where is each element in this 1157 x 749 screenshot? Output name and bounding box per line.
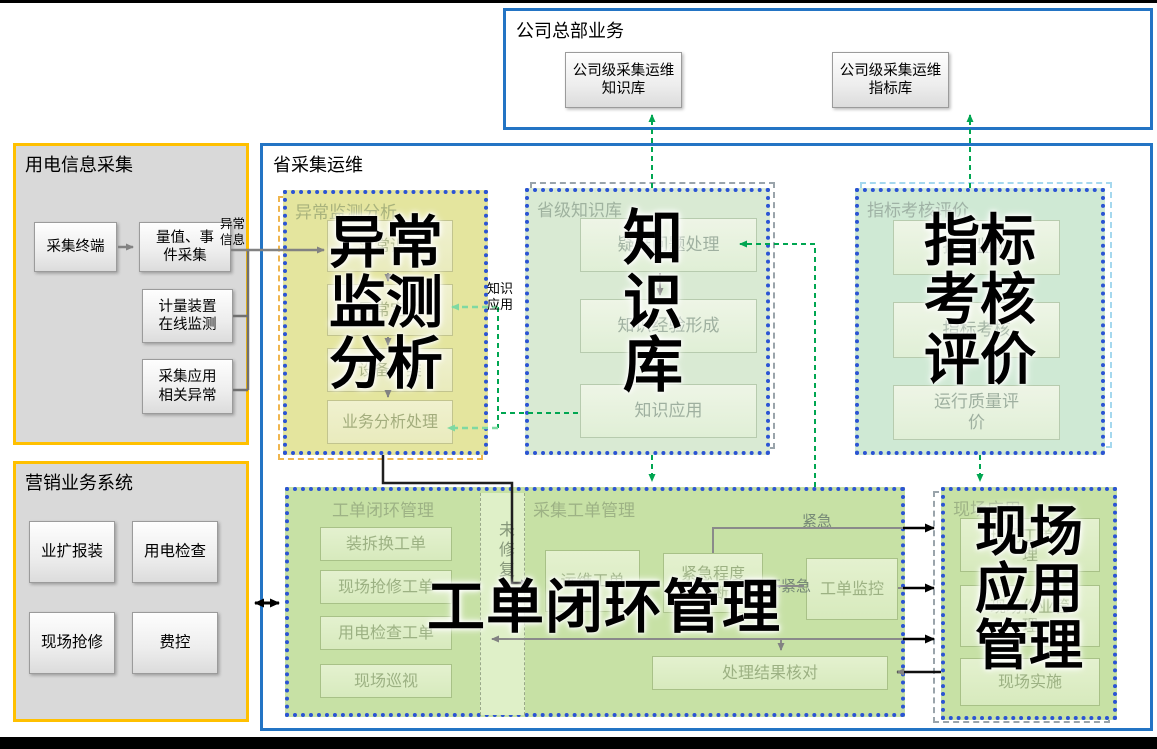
- anomaly-info-label: 异常 信息: [220, 216, 246, 247]
- monitor-box: 工单监控: [806, 558, 898, 620]
- knowledge-apply-label: 知识 应用: [487, 282, 514, 314]
- marketing-item-feikong: 费控: [132, 612, 218, 674]
- knowledge-step-1: 疑难问题处理: [580, 218, 757, 272]
- urgency-box: 紧急程度判断: [663, 553, 763, 613]
- anomaly-step-2: 异常定位: [327, 284, 453, 336]
- metrics-step-2: 指标考核: [893, 302, 1060, 358]
- knowledge-overlay-text: 知 识 库: [623, 204, 683, 402]
- metrics-overlay-text: 指标 考核 评价: [924, 209, 1036, 393]
- verify-box: 处理结果核对: [652, 656, 888, 690]
- orders-right-title: 采集工单管理: [533, 501, 635, 521]
- marketing-panel: 营销业务系统: [13, 461, 249, 722]
- field-step-3: 现场实施: [960, 658, 1100, 706]
- order-step-inspect: 用电检查工单: [320, 616, 452, 650]
- order-step-install: 装拆换工单: [320, 527, 452, 561]
- metrics-step-1: 指标监测: [893, 220, 1060, 275]
- marketing-item-yekuo: 业扩报装: [29, 521, 115, 583]
- province-title: 省采集运维: [273, 155, 363, 176]
- electricity-title: 用电信息采集: [25, 155, 133, 176]
- bottom-edge-bar: [0, 737, 1157, 749]
- orders-left-title: 工单闭环管理: [332, 501, 434, 521]
- knowledge-step-3: 知识应用: [580, 384, 757, 438]
- anomaly-step-3: 设备分类: [327, 348, 453, 392]
- metrics-module-title: 指标考核评价: [867, 201, 969, 221]
- anomaly-overlay-text: 异常 监测 分析: [329, 210, 443, 397]
- metering-monitor-box: 计量装置 在线监测: [142, 289, 233, 343]
- anomaly-step-4: 业务分析处理: [327, 400, 453, 444]
- unrepaired-lane-label: 未修复: [496, 521, 515, 581]
- field-step-2: 现场作业管理: [960, 585, 1100, 647]
- order-step-patrol: 现场巡视: [320, 664, 452, 698]
- measure-event-box: 量值、事 件采集: [139, 222, 231, 272]
- marketing-item-yongdian: 用电检查: [132, 521, 218, 583]
- field-module-title: 现场应用: [953, 500, 1021, 520]
- collection-anomaly-box: 采集应用 相关异常: [142, 359, 233, 414]
- top-edge-bar: [0, 0, 1157, 3]
- hq-title: 公司总部业务: [516, 21, 624, 42]
- hq-knowledge-base-box: 公司级采集运维 知识库: [565, 52, 682, 108]
- orders-overlay-text: 工单闭环管理: [426, 573, 781, 641]
- field-overlay-text: 现场 应用 管理: [975, 500, 1083, 678]
- marketing-item-xianchang: 现场抢修: [29, 612, 115, 674]
- field-step-1: 现场工单管理: [960, 518, 1100, 572]
- urgent-label: 紧急: [802, 512, 833, 530]
- anomaly-module-title: 异常监测分析: [295, 203, 397, 223]
- marketing-title: 营销业务系统: [25, 473, 133, 494]
- terminal-box: 采集终端: [34, 222, 117, 272]
- anomaly-step-1: 异常识别: [327, 220, 453, 272]
- ops-order-box: 运维工单: [545, 550, 640, 612]
- hq-metrics-base-box: 公司级采集运维 指标库: [832, 52, 949, 108]
- knowledge-module-title: 省级知识库: [537, 201, 622, 221]
- metrics-step-3: 运行质量评价: [893, 385, 1060, 440]
